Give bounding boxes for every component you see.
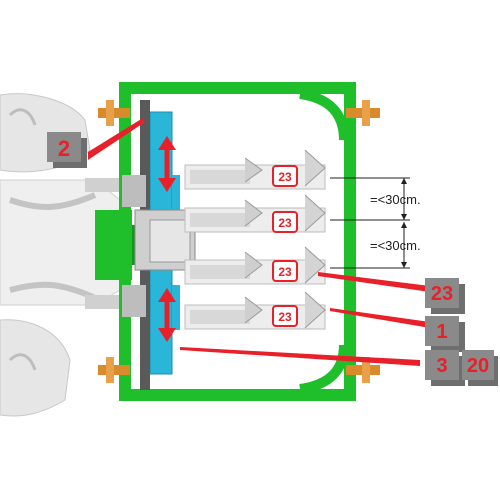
dimension-label-1: =<30cm. (370, 192, 421, 207)
svg-text:2: 2 (58, 136, 70, 161)
svg-text:23: 23 (278, 310, 292, 324)
dimension-label-2: =<30cm. (370, 238, 421, 253)
tine-row-2 (184, 194, 326, 233)
callout-1: 1 (425, 316, 465, 352)
svg-text:3: 3 (436, 355, 447, 377)
callout-3: 3 (425, 350, 465, 386)
callout-2: 2 (47, 132, 87, 168)
svg-text:23: 23 (278, 216, 292, 230)
unit-badge-3: 23 (272, 260, 298, 282)
svg-text:23: 23 (431, 283, 453, 305)
tine-row-1 (184, 149, 326, 190)
svg-text:23: 23 (278, 170, 292, 184)
callout-23: 23 (425, 278, 465, 314)
unit-badge-1: 23 (272, 165, 298, 187)
svg-text:1: 1 (436, 321, 447, 343)
callout-20: 20 (462, 350, 498, 386)
main-frame (95, 82, 356, 401)
leader-lines (88, 118, 430, 366)
double-arrow-vertical-icon (158, 136, 176, 342)
unit-badge-2: 23 (272, 211, 298, 233)
tine-row-3 (184, 246, 326, 285)
svg-text:20: 20 (467, 355, 489, 377)
dimension-lines (330, 177, 410, 269)
svg-text:23: 23 (278, 265, 292, 279)
tine-units (184, 149, 326, 330)
unit-badge-4: 23 (272, 305, 298, 327)
tractor-silhouette (0, 93, 125, 417)
tine-row-4 (184, 291, 326, 330)
hex-bolt-icon (98, 100, 380, 383)
